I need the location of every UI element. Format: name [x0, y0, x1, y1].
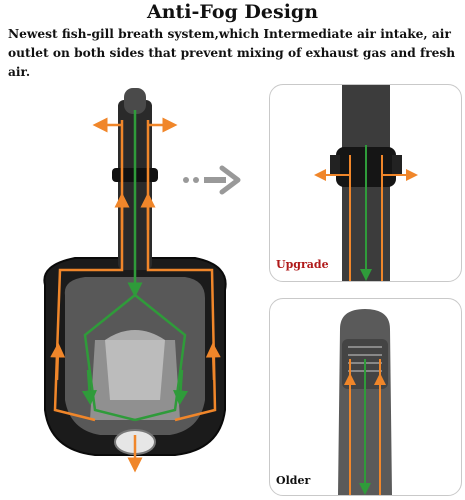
- pointer-arrow-icon: [183, 165, 241, 195]
- upgrade-snorkel-detail: [314, 85, 418, 281]
- upgrade-label: Upgrade: [276, 258, 329, 271]
- older-label: Older: [276, 474, 311, 487]
- snorkel-mask-illustration: [43, 88, 227, 473]
- page-title: Anti-Fog Design: [146, 1, 319, 23]
- older-snorkel-detail: [338, 309, 392, 495]
- feature-description: Newest fish-gill breath system,which Int…: [8, 27, 456, 79]
- upgrade-panel: [269, 84, 462, 282]
- older-panel: [269, 298, 462, 496]
